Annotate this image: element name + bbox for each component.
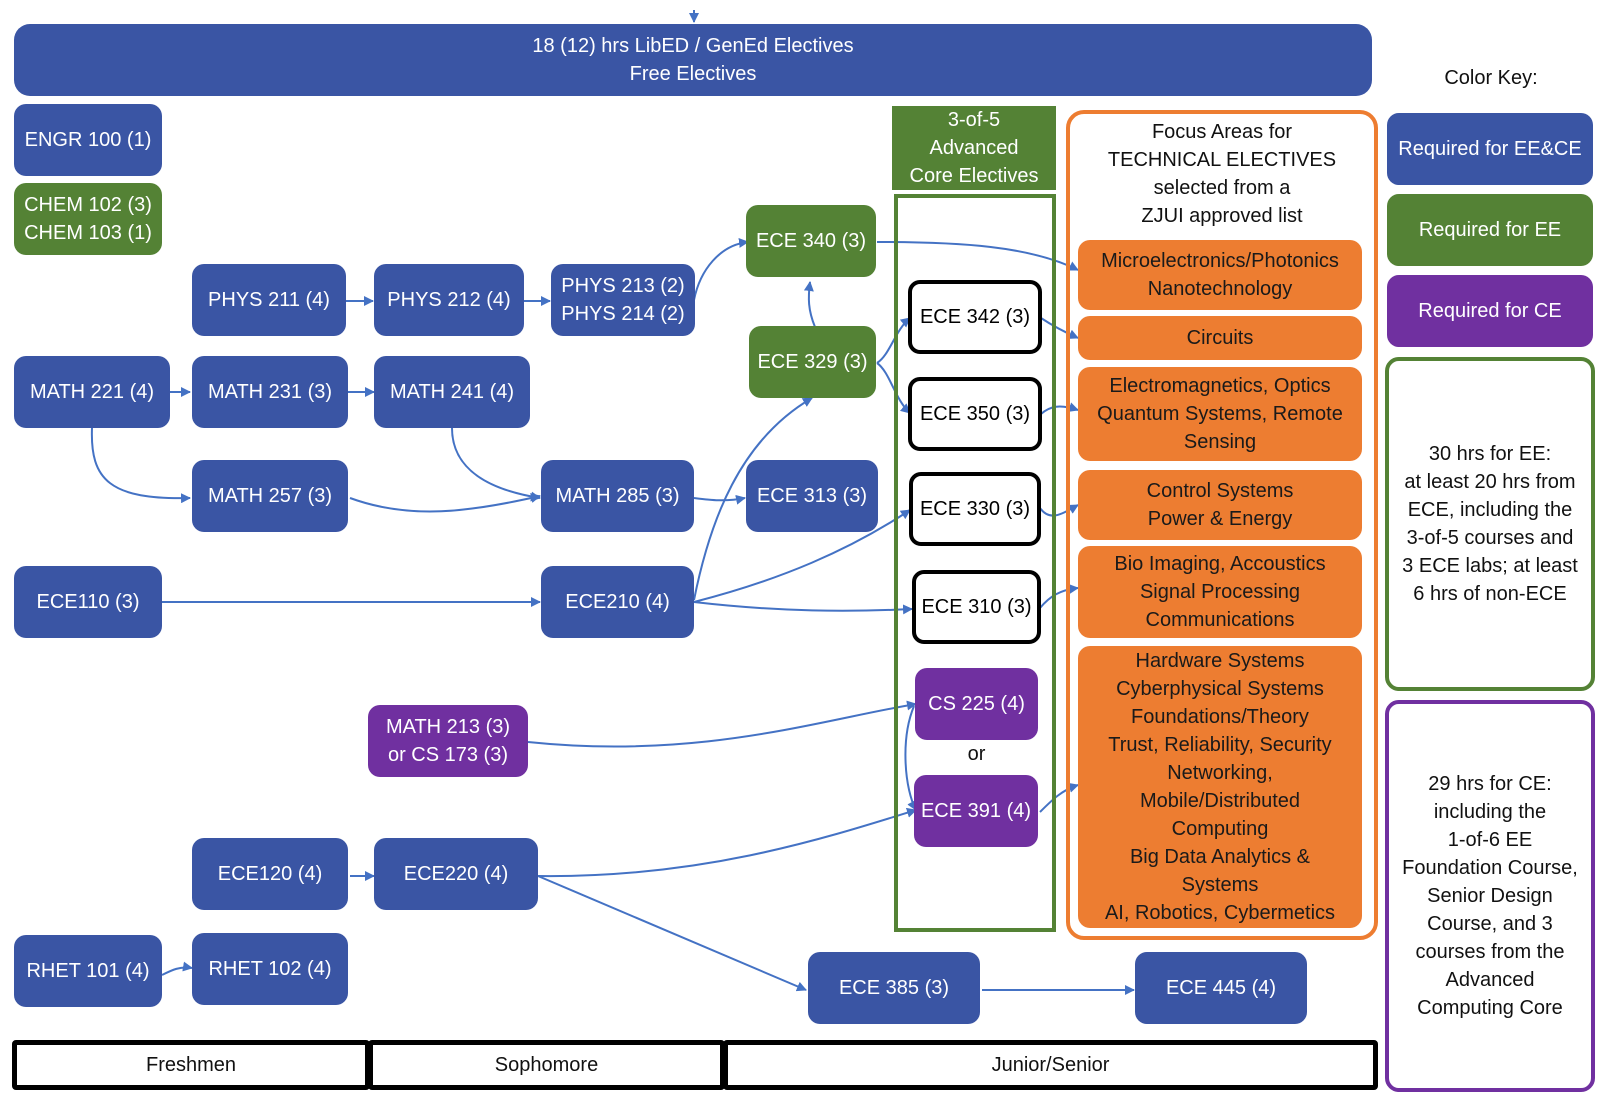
key-required-ee-ce: Required for EE&CE <box>1387 113 1593 185</box>
advanced-core-panel <box>894 194 1056 932</box>
arrow-math241-math285 <box>451 427 541 502</box>
arrow-math285-ece313 <box>693 494 746 505</box>
year-freshmen: Freshmen <box>12 1040 370 1090</box>
focus-area-circuits: Circuits <box>1078 316 1362 360</box>
key-required-ee: Required for EE <box>1387 194 1593 266</box>
course-ece385: ECE 385 (3) <box>808 952 980 1024</box>
course-math213-cs173: MATH 213 (3) or CS 173 (3) <box>368 705 528 777</box>
course-math257: MATH 257 (3) <box>192 460 348 532</box>
course-math241: MATH 241 (4) <box>374 356 530 428</box>
course-math285: MATH 285 (3) <box>541 460 694 532</box>
course-phys212: PHYS 212 (4) <box>374 264 524 336</box>
focus-area-control-power: Control Systems Power & Energy <box>1078 470 1362 540</box>
course-ece391: ECE 391 (4) <box>914 775 1038 847</box>
course-ece330: ECE 330 (3) <box>909 472 1041 546</box>
course-ece220: ECE220 (4) <box>374 838 538 910</box>
course-math231: MATH 231 (3) <box>192 356 348 428</box>
focus-area-electromagnetics: Electromagnetics, Optics Quantum Systems… <box>1078 367 1362 461</box>
arrow-math213-cs225 <box>527 700 917 748</box>
year-junior-senior: Junior/Senior <box>723 1040 1378 1090</box>
arrow-phys213-ece340 <box>693 237 749 301</box>
electives-banner: 18 (12) hrs LibED / GenEd Electives Free… <box>14 24 1372 96</box>
arrow-ece220-ece391 <box>537 807 917 878</box>
arrow-math257-math285 <box>349 493 541 513</box>
year-sophomore: Sophomore <box>368 1040 725 1090</box>
course-ece445: ECE 445 (4) <box>1135 952 1307 1024</box>
course-rhet101: RHET 101 (4) <box>14 935 162 1007</box>
advanced-core-title: 3-of-5 Advanced Core Electives <box>892 106 1056 190</box>
course-ece313: ECE 313 (3) <box>746 460 878 532</box>
key-required-ce: Required for CE <box>1387 275 1593 347</box>
course-ece210: ECE210 (4) <box>541 566 694 638</box>
or-label: or <box>967 743 986 765</box>
course-math221: MATH 221 (4) <box>14 356 170 428</box>
course-cs225: CS 225 (4) <box>915 668 1038 740</box>
focus-area-computing: Hardware Systems Cyberphysical Systems F… <box>1078 646 1362 928</box>
ce-hours-note: 29 hrs for CE: including the 1-of-6 EE F… <box>1385 700 1595 1092</box>
focus-area-microelectronics: Microelectronics/Photonics Nanotechnolog… <box>1078 240 1362 310</box>
focus-areas-title: Focus Areas for TECHNICAL ELECTIVES sele… <box>1107 121 1337 227</box>
color-key-title: Color Key: <box>1444 67 1538 89</box>
focus-area-signal-processing: Bio Imaging, Accoustics Signal Processin… <box>1078 546 1362 638</box>
course-phys211: PHYS 211 (4) <box>192 264 346 336</box>
course-engr100: ENGR 100 (1) <box>14 104 162 176</box>
arrow-ece210-ece310 <box>693 601 913 615</box>
course-rhet102: RHET 102 (4) <box>192 933 348 1005</box>
course-ece342: ECE 342 (3) <box>908 280 1042 354</box>
course-ece350: ECE 350 (3) <box>908 377 1042 451</box>
arrow-rhet101-rhet102 <box>161 961 193 976</box>
focus-areas-panel <box>1066 110 1378 940</box>
course-chem: CHEM 102 (3) CHEM 103 (1) <box>14 183 162 255</box>
arrow-ece220-ece385 <box>537 875 807 992</box>
course-ece329: ECE 329 (3) <box>749 326 876 398</box>
course-phys213-214: PHYS 213 (2) PHYS 214 (2) <box>551 264 695 336</box>
arrow-ece329-ece340 <box>803 281 816 328</box>
ee-hours-note: 30 hrs for EE: at least 20 hrs from ECE,… <box>1385 357 1595 691</box>
course-ece340: ECE 340 (3) <box>746 205 876 277</box>
course-ece310: ECE 310 (3) <box>912 570 1041 644</box>
course-ece120: ECE120 (4) <box>192 838 348 910</box>
course-ece110: ECE110 (3) <box>14 566 162 638</box>
arrow-math221-math257 <box>90 427 191 504</box>
